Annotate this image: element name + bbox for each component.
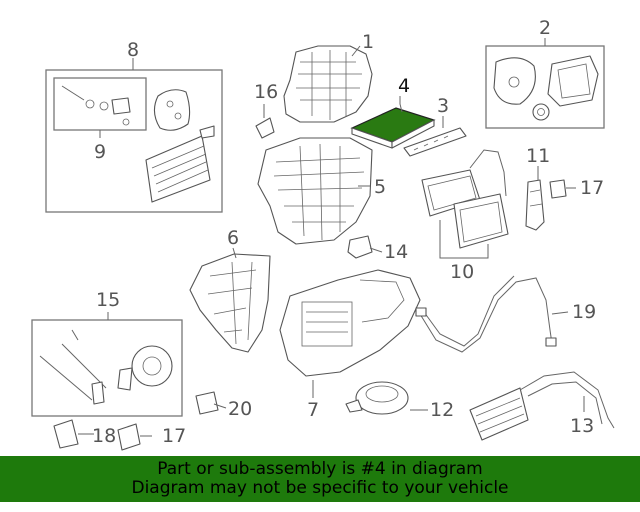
callout-4: 4 xyxy=(398,75,410,97)
leader-lines xyxy=(78,38,585,437)
callout-1: 1 xyxy=(362,31,374,53)
callout-7: 7 xyxy=(307,399,319,421)
callout-19: 19 xyxy=(572,301,596,323)
callout-17-upper: 17 xyxy=(580,177,604,199)
callout-labels: 1 2 3 4 5 6 7 8 9 10 11 12 13 14 15 16 1… xyxy=(92,17,604,447)
part-10-heater-cores[interactable] xyxy=(421,149,509,259)
banner-line-2: Diagram may not be specific to your vehi… xyxy=(131,478,509,498)
callout-17-lower: 17 xyxy=(162,425,186,447)
part-1-hvac-case-upper[interactable] xyxy=(283,45,373,123)
callout-8: 8 xyxy=(127,39,139,61)
part-6-duct[interactable] xyxy=(189,253,271,353)
callout-10: 10 xyxy=(450,261,474,283)
part-17-clip-upper[interactable] xyxy=(549,179,567,199)
callout-13: 13 xyxy=(570,415,594,437)
bottom-margin xyxy=(0,502,640,512)
part-13-ac-lines[interactable] xyxy=(469,371,615,441)
part-14-actuator[interactable] xyxy=(347,235,373,259)
callout-16: 16 xyxy=(254,81,278,103)
callout-2: 2 xyxy=(539,17,551,39)
callout-5: 5 xyxy=(374,176,386,198)
callout-3: 3 xyxy=(437,95,449,117)
parts-diagram: 1 2 3 4 5 6 7 8 9 10 11 12 13 14 15 16 1… xyxy=(31,17,615,451)
callout-12: 12 xyxy=(430,399,454,421)
part-2-group[interactable] xyxy=(485,45,605,129)
part-8-group[interactable] xyxy=(45,69,223,213)
part-18-bracket[interactable] xyxy=(53,419,79,449)
callout-15: 15 xyxy=(96,289,120,311)
info-banner: Part or sub-assembly is #4 in diagram Di… xyxy=(0,456,640,502)
callout-18: 18 xyxy=(92,425,116,447)
callout-9: 9 xyxy=(94,141,106,163)
part-12-blower-motor[interactable] xyxy=(345,381,409,415)
part-5-hvac-case[interactable] xyxy=(257,137,373,245)
part-17-clip-lower[interactable] xyxy=(117,423,141,451)
part-15-group[interactable] xyxy=(31,319,183,417)
callout-11: 11 xyxy=(526,145,550,167)
banner-line-1: Part or sub-assembly is #4 in diagram xyxy=(157,459,483,479)
callout-6: 6 xyxy=(227,227,239,249)
part-11-bracket[interactable] xyxy=(525,179,545,231)
part-19-wiring-harness[interactable] xyxy=(415,275,557,353)
part-3-seal-strip[interactable] xyxy=(403,127,467,157)
part-20-connector[interactable] xyxy=(195,391,219,415)
part-4-cabin-air-filter[interactable] xyxy=(350,107,436,149)
part-7-hvac-case-lower[interactable] xyxy=(279,269,421,377)
callout-14: 14 xyxy=(384,241,408,263)
callout-20: 20 xyxy=(228,398,252,420)
part-16-sensor[interactable] xyxy=(255,117,275,139)
